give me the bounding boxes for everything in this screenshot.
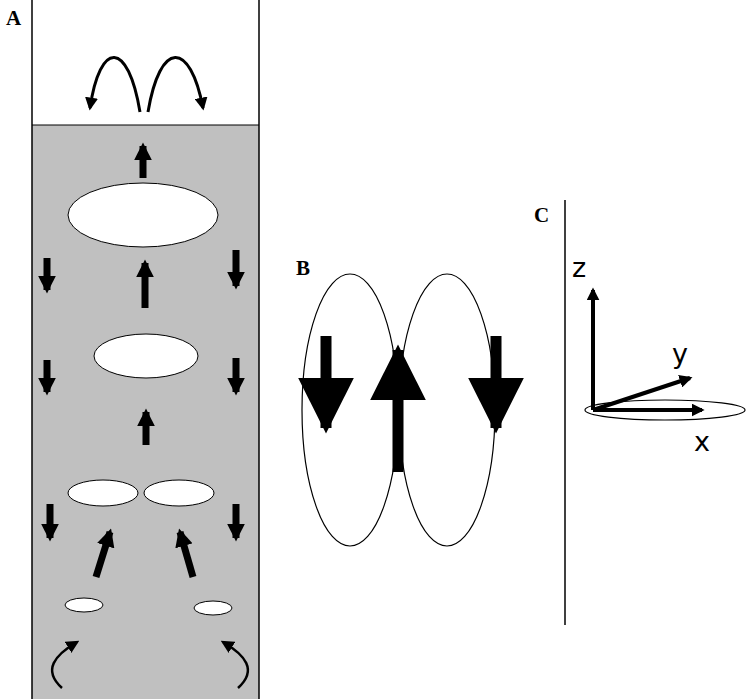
axis-label: x bbox=[694, 428, 710, 455]
circulation-loops bbox=[302, 274, 496, 546]
panel-letter: A bbox=[6, 8, 21, 29]
column-panel bbox=[32, 0, 259, 699]
axis-label: z bbox=[572, 254, 586, 281]
axes-sketch bbox=[565, 200, 745, 625]
panel-letter: C bbox=[534, 205, 549, 226]
axis-label: y bbox=[672, 340, 688, 367]
panel-letter: B bbox=[296, 258, 310, 279]
